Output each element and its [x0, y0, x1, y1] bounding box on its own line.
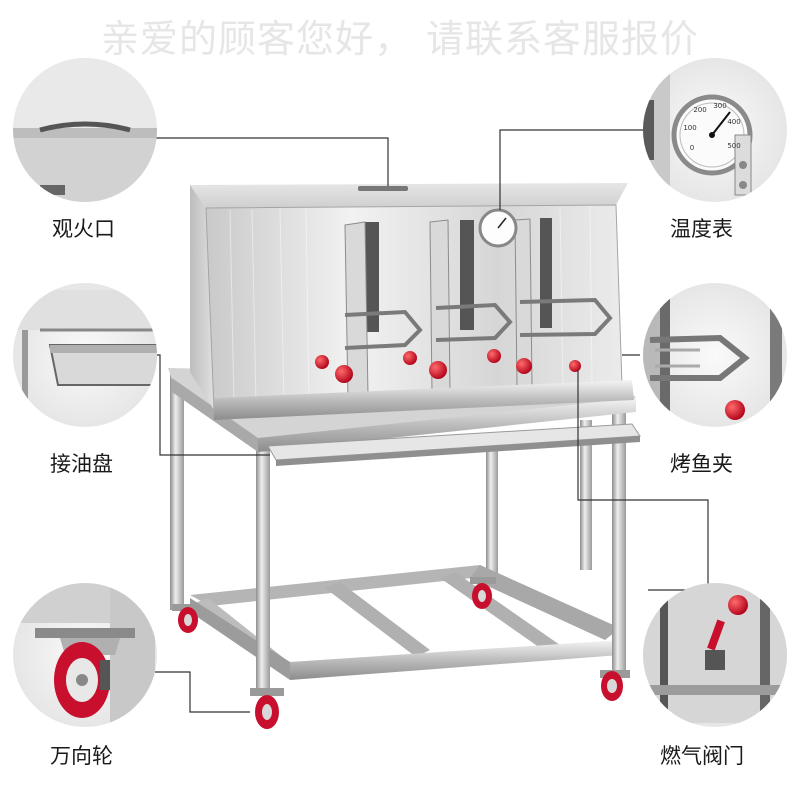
scale-400: 400: [727, 118, 740, 126]
detail-thermometer: 0 100 200 300 400 500: [643, 58, 787, 202]
thermometer-scale: 0 100 200 300 400 500: [683, 102, 740, 152]
caster-front-left: [250, 688, 284, 729]
detail-drip-tray: [13, 283, 157, 427]
caster-back-left: [172, 604, 200, 633]
caster-front-right: [600, 670, 630, 701]
label-sight-port: 观火口: [52, 217, 115, 241]
scale-100: 100: [683, 124, 696, 132]
label-drip-tray: 接油盘: [50, 452, 113, 476]
scale-300: 300: [713, 102, 726, 110]
front-thermometer: [478, 208, 518, 248]
scale-200: 200: [693, 106, 706, 114]
fish-clamps: [344, 297, 613, 350]
label-fish-clamp: 烤鱼夹: [670, 452, 733, 476]
label-thermometer: 温度表: [670, 217, 733, 241]
detail-fish-clamp: [643, 283, 787, 427]
scale-500: 500: [727, 142, 740, 150]
label-casters: 万向轮: [50, 744, 113, 768]
price-inquiry-watermark: 亲爱的顾客您好， 请联系客服报价: [100, 17, 700, 61]
detail-caster: [13, 583, 157, 727]
detail-gas-valve: [643, 583, 787, 727]
stand-frame: [168, 368, 641, 729]
oven-body: [190, 183, 634, 420]
scale-0: 0: [690, 144, 694, 152]
gas-knobs: [315, 349, 581, 383]
caster-back-right: [470, 577, 496, 609]
label-gas-valve: 燃气阀门: [660, 744, 744, 768]
detail-sight-port: [13, 58, 157, 202]
